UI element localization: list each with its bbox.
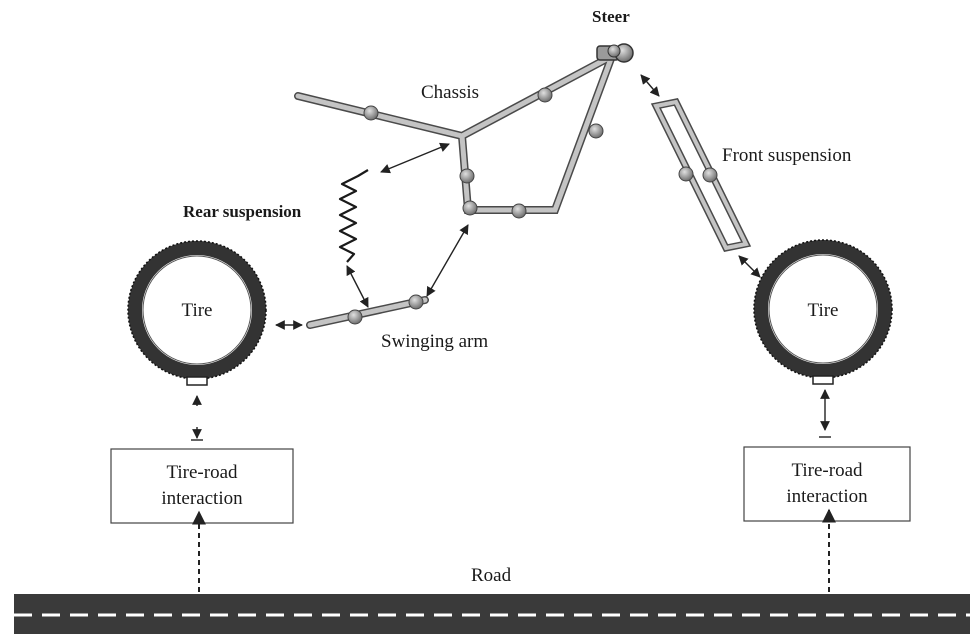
- road: [14, 594, 970, 634]
- swingarm-chassis-arrow: [426, 224, 469, 297]
- fork-front-tire-arrow: [738, 255, 761, 278]
- rear-tire-road-interaction-box: Tire-road interaction: [110, 448, 294, 524]
- spring-swingarm-arrow: [346, 265, 369, 308]
- front-suspension: [650, 98, 752, 252]
- rear-tire: [127, 240, 267, 386]
- swinging-arm-label: Swinging arm: [381, 331, 488, 352]
- steer-joint: [596, 43, 634, 63]
- steer-front-suspension-arrow: [640, 74, 660, 97]
- steer-label: Steer: [592, 7, 630, 26]
- front-tire: [753, 239, 893, 385]
- chassis-rear-suspension-arrow: [380, 142, 450, 174]
- front-suspension-label: Front suspension: [722, 145, 852, 166]
- connection-arrows: [191, 74, 831, 441]
- rear-interaction-line2: interaction: [161, 488, 243, 509]
- front-interaction-line2: interaction: [786, 486, 868, 507]
- chassis-label: Chassis: [421, 82, 479, 103]
- road-input-arrows: [192, 508, 836, 592]
- front-tire-road-interaction-box: Tire-road interaction: [743, 446, 911, 522]
- rear-suspension-label: Rear suspension: [183, 202, 302, 221]
- rear-tire-label: Tire: [182, 300, 213, 321]
- front-tire-label: Tire: [808, 300, 839, 321]
- front-interaction-line1: Tire-road: [791, 460, 863, 481]
- rear-interaction-line1: Tire-road: [166, 462, 238, 483]
- rear-suspension-spring: [338, 169, 369, 263]
- chassis-frame: [294, 52, 616, 219]
- road-label: Road: [471, 565, 512, 586]
- swinging-arm: [306, 294, 429, 329]
